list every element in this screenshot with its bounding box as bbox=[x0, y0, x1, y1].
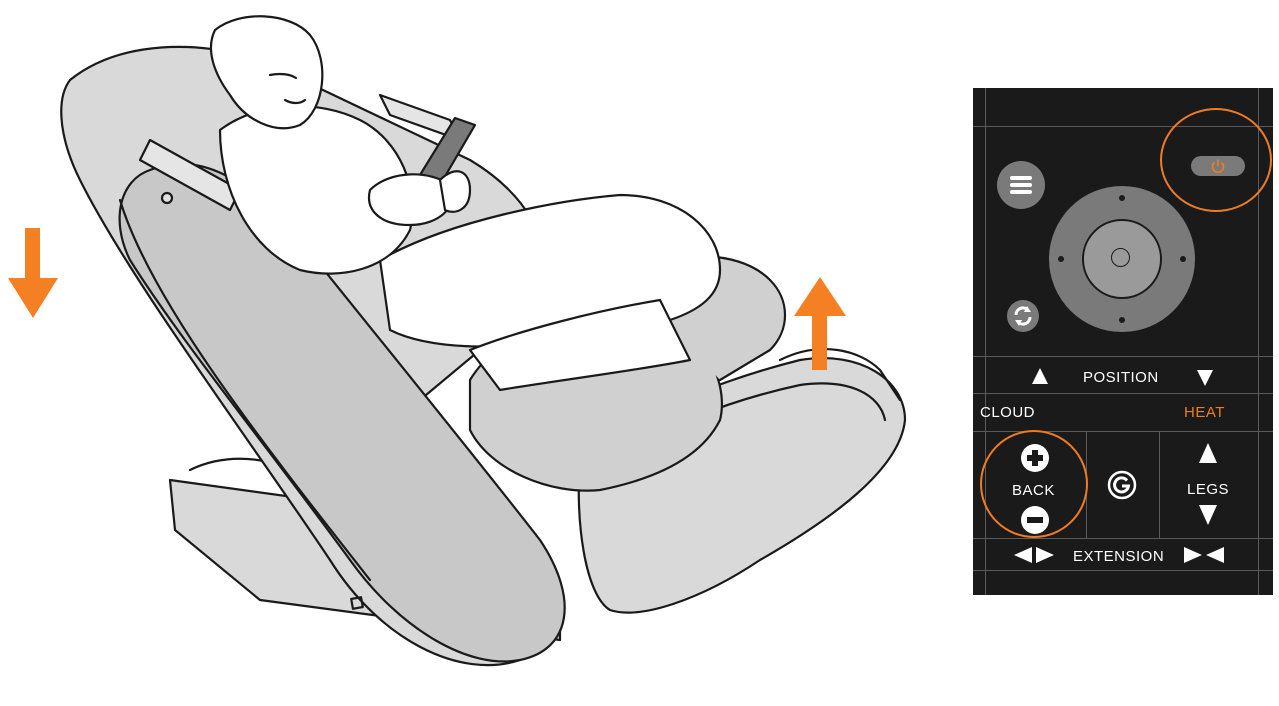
dpad-up[interactable] bbox=[1119, 195, 1125, 201]
refresh-button[interactable] bbox=[1007, 300, 1039, 332]
position-down-icon[interactable] bbox=[1196, 369, 1214, 387]
menu-icon bbox=[997, 161, 1045, 209]
legs-up-button[interactable] bbox=[1198, 442, 1218, 464]
legs-label: LEGS bbox=[1187, 482, 1229, 497]
legs-down-button[interactable] bbox=[1198, 504, 1218, 526]
extension-retract-button[interactable] bbox=[1013, 546, 1055, 564]
recline-down-arrow bbox=[8, 228, 58, 318]
extension-label: EXTENSION bbox=[1073, 549, 1164, 564]
legs-up-arrow bbox=[794, 277, 846, 370]
power-highlight-circle bbox=[1160, 108, 1272, 212]
refresh-icon bbox=[1007, 300, 1039, 332]
remote-control: POSITION CLOUD HEAT BACK LEGS EX bbox=[973, 88, 1273, 595]
cloud-button[interactable]: CLOUD bbox=[980, 405, 1035, 420]
dpad-center-button[interactable] bbox=[1082, 219, 1162, 299]
dpad-right[interactable] bbox=[1180, 256, 1186, 262]
heat-button[interactable]: HEAT bbox=[1184, 405, 1225, 420]
menu-button[interactable] bbox=[997, 161, 1045, 209]
position-up-icon[interactable] bbox=[1031, 367, 1049, 385]
position-label: POSITION bbox=[1083, 370, 1159, 385]
massage-chair-illustration bbox=[0, 0, 960, 706]
direction-pad[interactable] bbox=[1049, 186, 1195, 332]
back-highlight-circle bbox=[980, 430, 1088, 538]
g-logo-icon[interactable] bbox=[1107, 470, 1137, 500]
dpad-left[interactable] bbox=[1058, 256, 1064, 262]
dpad-down[interactable] bbox=[1119, 317, 1125, 323]
extension-extend-button[interactable] bbox=[1183, 546, 1225, 564]
